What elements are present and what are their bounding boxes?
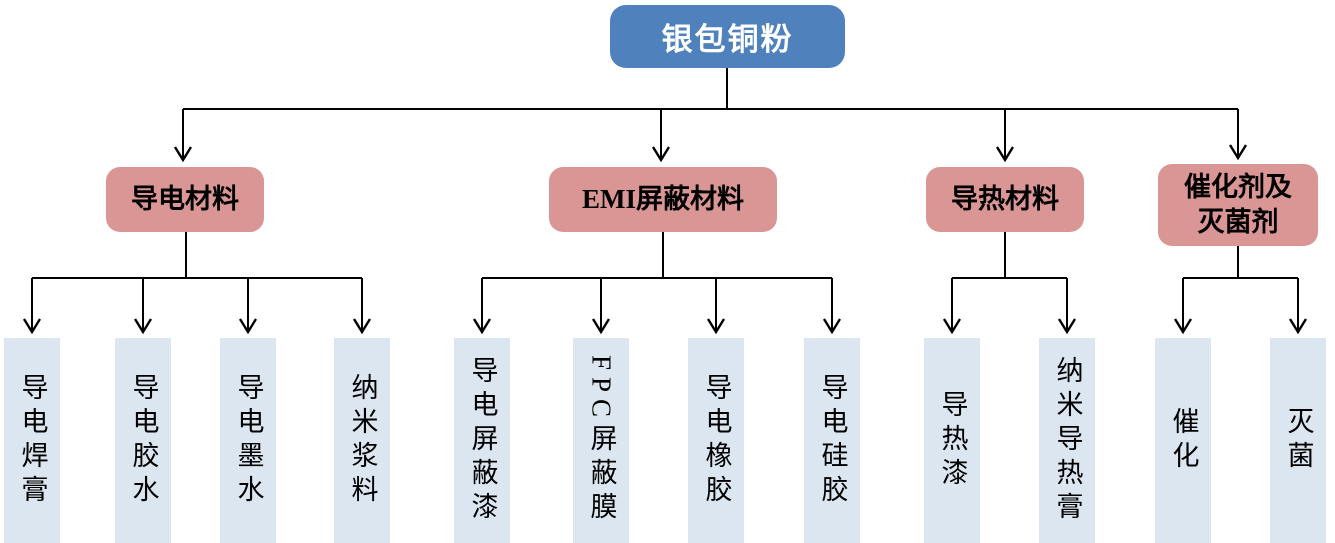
thermal-branch (952, 232, 1067, 332)
leaf-label: FPC屏蔽膜 (586, 354, 617, 527)
leaf-label: 导热漆 (937, 389, 968, 492)
leaf-node: 导电硅胶 (804, 338, 860, 543)
leaf-label: 导电硅胶 (817, 372, 848, 509)
category-label: EMI屏蔽材料 (582, 182, 744, 217)
catalyst-branch (1183, 246, 1298, 332)
leaf-label: 纳米导热膏 (1052, 355, 1083, 526)
leaf-node: 导热漆 (924, 338, 980, 543)
leaf-label: 灭菌 (1283, 406, 1314, 475)
category-label-prefix: EMI (582, 183, 636, 214)
leaf-label: 导电屏蔽漆 (467, 355, 498, 526)
category-node-catalyst: 催化剂及 灭菌剂 (1158, 164, 1318, 246)
leaf-node: 纳米导热膏 (1039, 338, 1095, 543)
leaf-node: 导电胶水 (115, 338, 171, 543)
category-label: 催化剂及 灭菌剂 (1184, 171, 1292, 237)
leaf-node: 纳米浆料 (334, 338, 390, 543)
category-node-emi: EMI屏蔽材料 (549, 167, 777, 232)
category-node-thermal: 导热材料 (926, 167, 1084, 232)
root-branch (183, 68, 1238, 160)
root-node-label: 银包铜粉 (661, 22, 794, 57)
conductive-branch (32, 232, 362, 332)
leaf-node: 导电橡胶 (688, 338, 744, 543)
category-node-conductive: 导电材料 (106, 167, 264, 232)
leaf-node: 导电焊膏 (4, 338, 60, 543)
emi-branch (482, 232, 832, 332)
category-label: 导电材料 (131, 183, 239, 214)
leaf-node: 灭菌 (1270, 338, 1326, 543)
leaf-node: 导电墨水 (220, 338, 276, 543)
leaf-label: 导电焊膏 (17, 372, 48, 509)
leaf-node: 催化 (1155, 338, 1211, 543)
leaf-label: 催化 (1168, 406, 1199, 475)
leaf-node: 导电屏蔽漆 (454, 338, 510, 543)
leaf-label: 导电墨水 (233, 372, 264, 509)
leaf-label: 导电胶水 (128, 372, 159, 509)
leaf-node: FPC屏蔽膜 (573, 338, 629, 543)
leaf-label: 纳米浆料 (347, 372, 378, 509)
leaf-label: 导电橡胶 (701, 372, 732, 509)
category-label-text: 屏蔽材料 (636, 183, 744, 214)
category-label: 导热材料 (951, 183, 1059, 214)
root-node: 银包铜粉 (610, 5, 845, 68)
